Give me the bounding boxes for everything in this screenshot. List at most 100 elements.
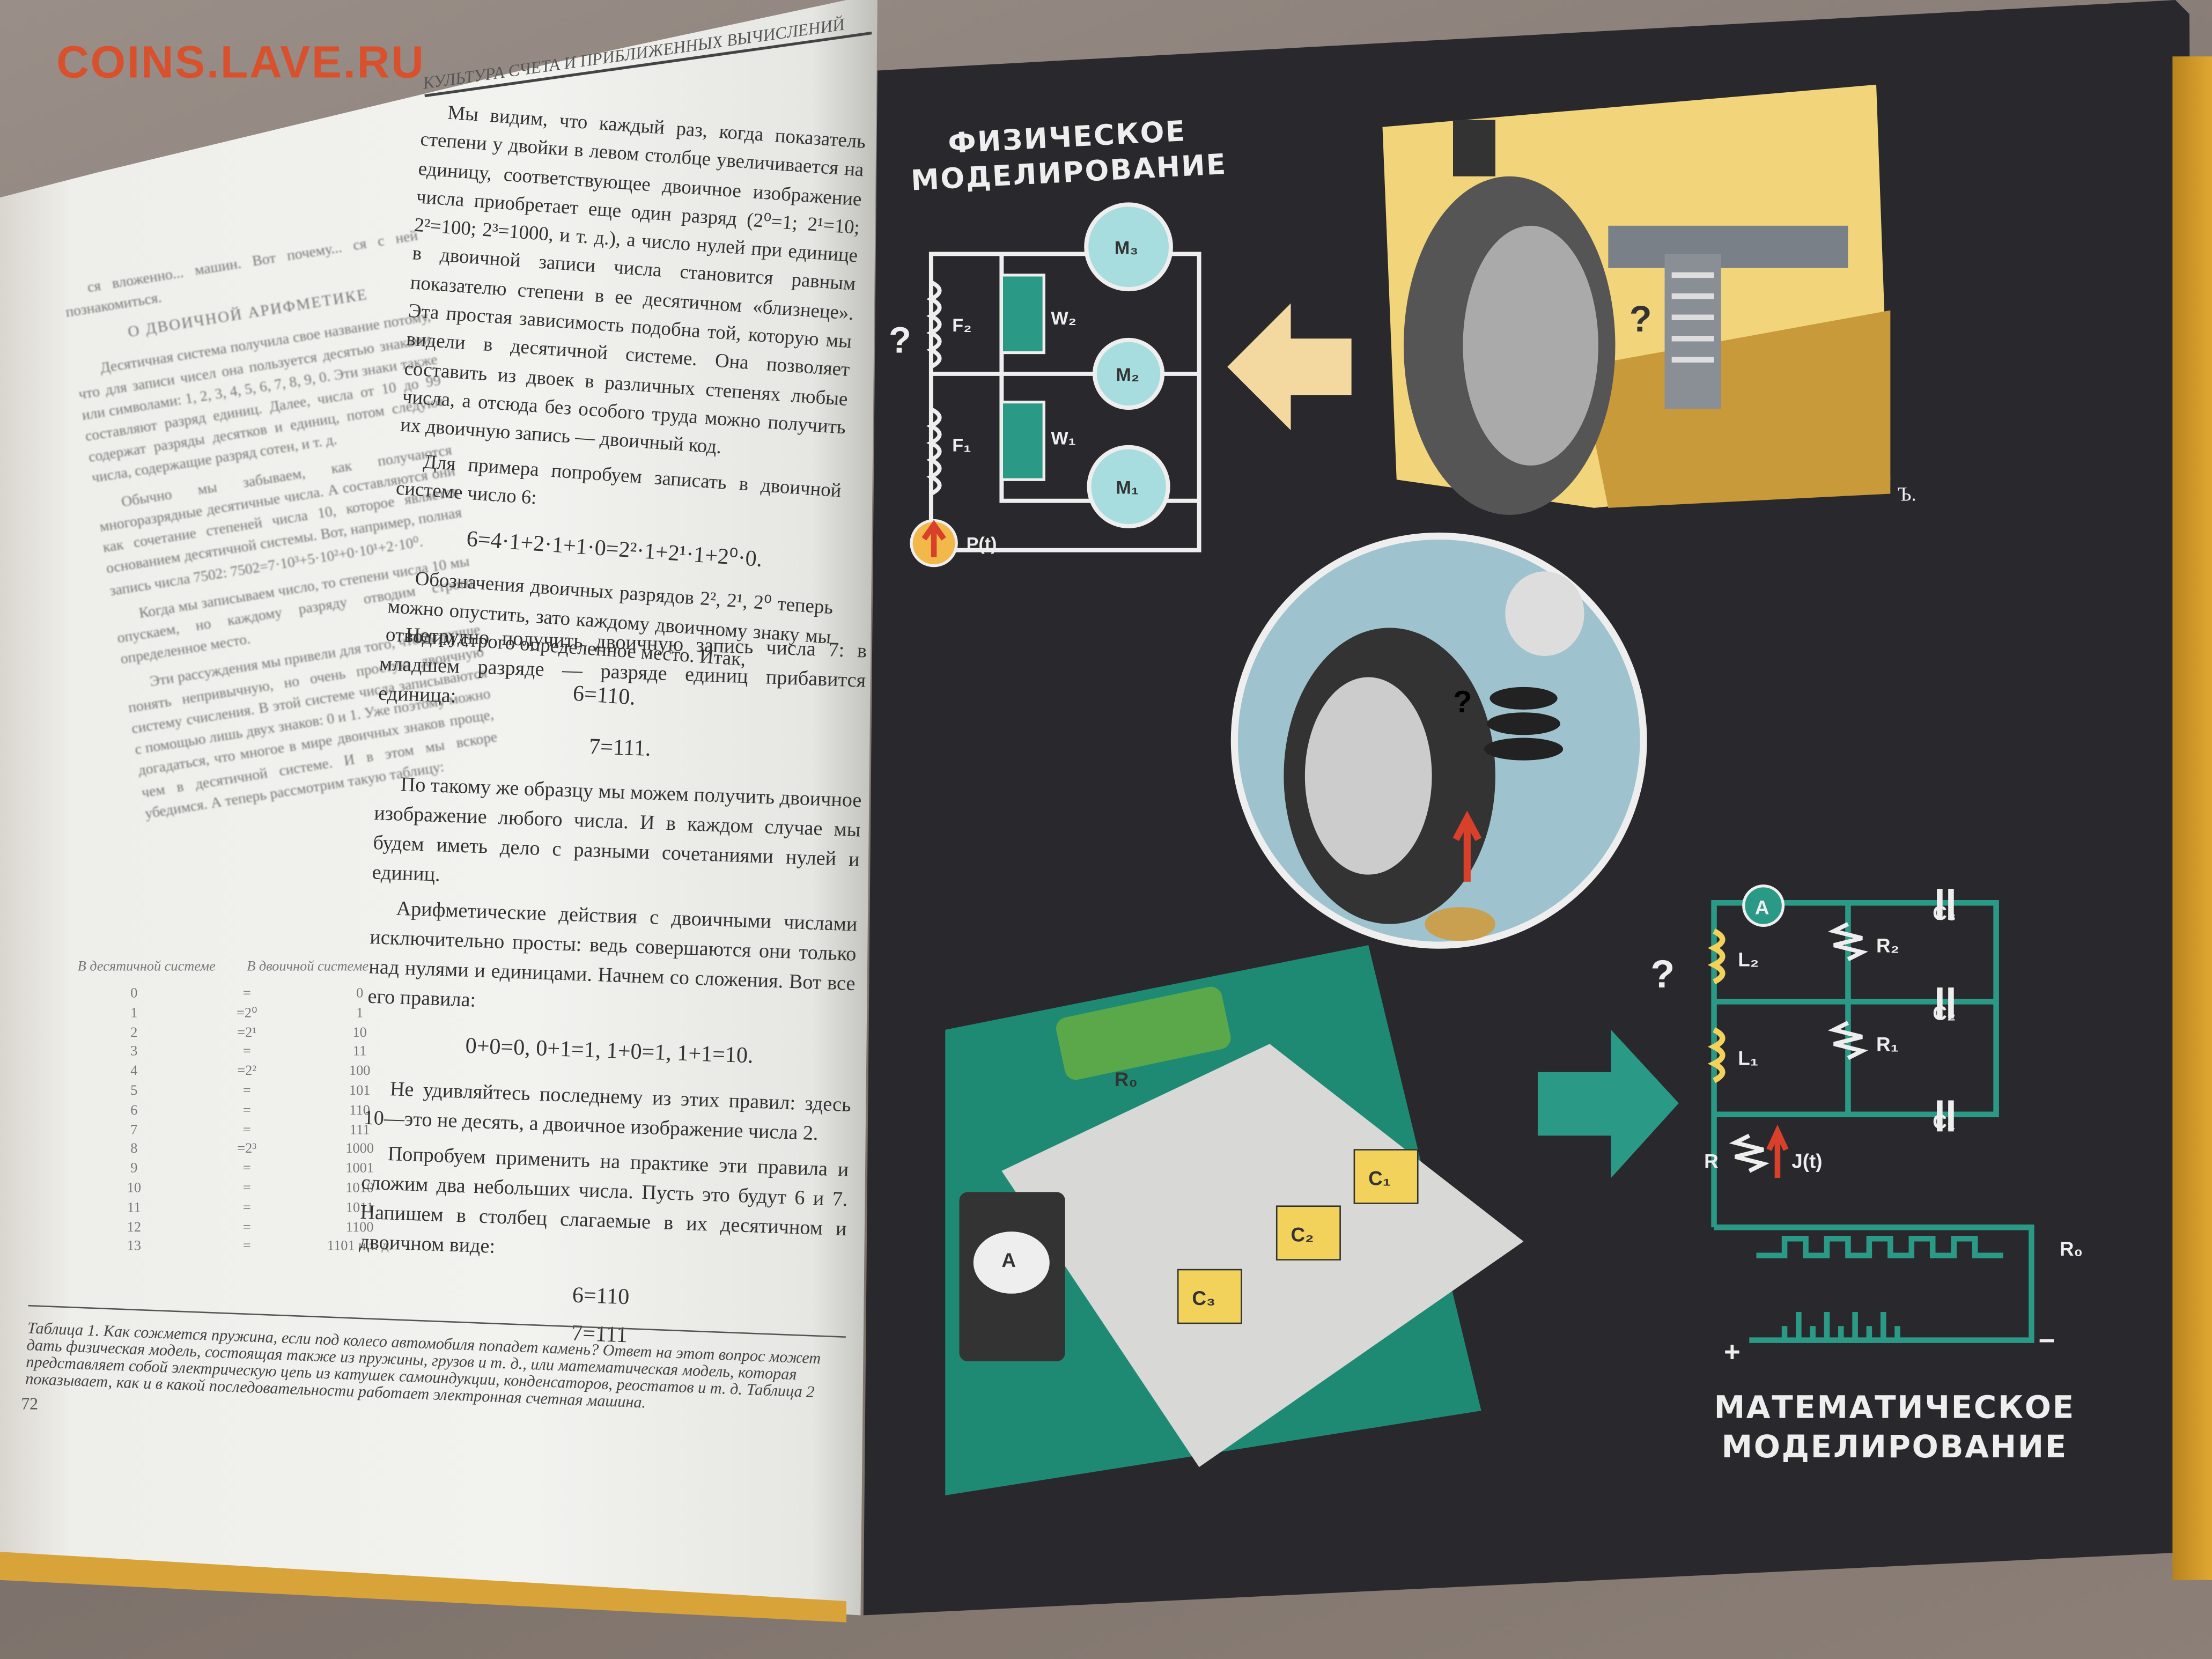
- table-row: 0 = 0: [78, 986, 416, 1005]
- question-mark: ?: [1453, 685, 1472, 719]
- table-row: 7 = 111: [78, 1122, 416, 1141]
- table-cell: 110: [349, 1103, 370, 1119]
- binary-table: В десятичной системе В двоичной системе …: [78, 959, 416, 1258]
- table-row: 5 = 101: [78, 1083, 416, 1103]
- physical-model-diagram: M₃ M₂ M₁ W₂ W₁ F₂ F₁ P(t) ?: [889, 202, 1201, 567]
- table-cell: =: [242, 1161, 251, 1177]
- label-r: R: [1704, 1151, 1719, 1173]
- label-f1: F₁: [952, 436, 971, 456]
- table-cell: =: [242, 1181, 251, 1197]
- label-c3: C₃: [1933, 902, 1956, 924]
- table-cell: 111: [349, 1122, 370, 1138]
- label-r1: R₁: [1876, 1033, 1899, 1055]
- label-ammeter: A: [1001, 1249, 1016, 1271]
- label-c2: C₂: [1291, 1223, 1314, 1245]
- table-cell: =2¹: [237, 1025, 257, 1041]
- label-r0: R₀: [1115, 1068, 1138, 1090]
- arrow-up-icon: [1766, 1124, 1789, 1178]
- table-cell: 1010: [345, 1181, 374, 1197]
- paragraph: Нетрудно получить двоичную запись числа …: [378, 624, 867, 709]
- rheostat-icon: [1056, 986, 1231, 1080]
- table-cell: =: [242, 1083, 251, 1099]
- label-l1: L₁: [1738, 1048, 1758, 1070]
- paragraph: По такому же образцу мы можем получить д…: [371, 774, 862, 887]
- damper-w1: [1000, 400, 1045, 481]
- label-w2: W₂: [1051, 308, 1076, 329]
- paragraph: Не удивляйтесь последнему из этих правил…: [363, 1078, 852, 1145]
- table-row: 9=1001: [78, 1161, 416, 1181]
- mass-m2: [1093, 337, 1165, 410]
- table-cell: 0: [356, 986, 364, 1002]
- label-f2: F₂: [952, 315, 971, 336]
- table-row: 3 = 11: [78, 1044, 416, 1064]
- capacitor-c3: [1177, 1269, 1242, 1324]
- label-m2: M₂: [1116, 365, 1139, 385]
- paragraph: Арифметические действия с двоичными числ…: [367, 898, 858, 1013]
- left-page: [0, 0, 878, 1616]
- table-cell: 1100: [345, 1219, 374, 1235]
- equation: 7=111.: [588, 735, 652, 762]
- table-cell: 8: [130, 1141, 138, 1157]
- question-mark: ?: [1650, 952, 1675, 996]
- label-l2: L₂: [1738, 949, 1759, 971]
- table-row: 10 = 1010: [78, 1181, 416, 1200]
- label-r0: R₀: [2060, 1238, 2083, 1260]
- table-cell: 11: [352, 1044, 367, 1060]
- paragraph: Попробуем применить на практике эти прав…: [358, 1142, 850, 1258]
- page-number: 72: [21, 1393, 39, 1414]
- arrow-right-icon: [1537, 1029, 1679, 1178]
- table-cell: 6: [130, 1103, 138, 1119]
- paragraph: Мы видим, что каждый раз, когда показате…: [399, 103, 867, 460]
- right-column-text-bottom: Нетрудно получить двоичную запись числа …: [355, 621, 867, 1374]
- label-w1: W₁: [1051, 428, 1075, 448]
- table-cell: 11: [127, 1200, 141, 1216]
- suspension-illustration: ? Ъ.: [1382, 84, 1916, 515]
- table-cell: 101: [349, 1083, 371, 1099]
- table-cell: 4: [130, 1064, 138, 1080]
- table-cell: =: [242, 1122, 251, 1138]
- table-cell: 2: [130, 1025, 138, 1041]
- table-header: В десятичной системе: [77, 959, 216, 975]
- table-row: 6=110: [78, 1103, 416, 1122]
- table-cell: =: [242, 1200, 251, 1216]
- heading-line: МОДЕЛИРОВАНИЕ: [1721, 1429, 2068, 1465]
- table-cell: =: [242, 1044, 251, 1060]
- label-c1: C₁: [1933, 1111, 1955, 1133]
- damper-w2: [1000, 274, 1045, 355]
- label-c2: C₂: [1933, 1002, 1956, 1024]
- inductor-icon: [1707, 928, 1726, 1083]
- label-m3: M₃: [1115, 238, 1138, 258]
- table-cell: 1011: [345, 1200, 374, 1216]
- mass-m1: [1087, 445, 1170, 528]
- label-plus: +: [1724, 1336, 1741, 1368]
- table-cell: 5: [130, 1083, 138, 1099]
- arrow-up-icon: [1452, 810, 1482, 882]
- table-cell: 1001: [345, 1161, 374, 1177]
- question-mark: ?: [1629, 299, 1652, 340]
- arrow-up-icon: [921, 520, 946, 557]
- table-cell: =: [242, 1219, 251, 1235]
- label-c1: C₁: [1368, 1167, 1391, 1189]
- table-cell: 10: [127, 1181, 142, 1197]
- table-cell: 12: [127, 1219, 142, 1235]
- capacitor-c1: [1353, 1149, 1419, 1204]
- math-model-circuit: A L₂ L₁ R₂ R₁ C₃ C₂ C₁ R J(t) R₀ ? + −: [1650, 884, 2083, 1368]
- table-cell: 7: [130, 1122, 138, 1138]
- table-row: 12 = 1100: [78, 1220, 416, 1239]
- spring-icon: [926, 280, 942, 496]
- table-cell: 3: [130, 1044, 138, 1060]
- spring-icon: [1484, 687, 1564, 761]
- book-cover-edge-right: [2172, 56, 2212, 1580]
- table-cell: =: [242, 986, 251, 1002]
- table-header: В двоичной системе: [247, 959, 369, 975]
- table-cell: 1: [356, 1005, 364, 1021]
- table-cell: 0: [130, 986, 138, 1002]
- table-cell: =2⁰: [236, 1005, 257, 1021]
- stone-icon: [1425, 907, 1495, 941]
- label-c3: C₃: [1192, 1287, 1215, 1309]
- artist-monogram: Ъ.: [1897, 483, 1916, 505]
